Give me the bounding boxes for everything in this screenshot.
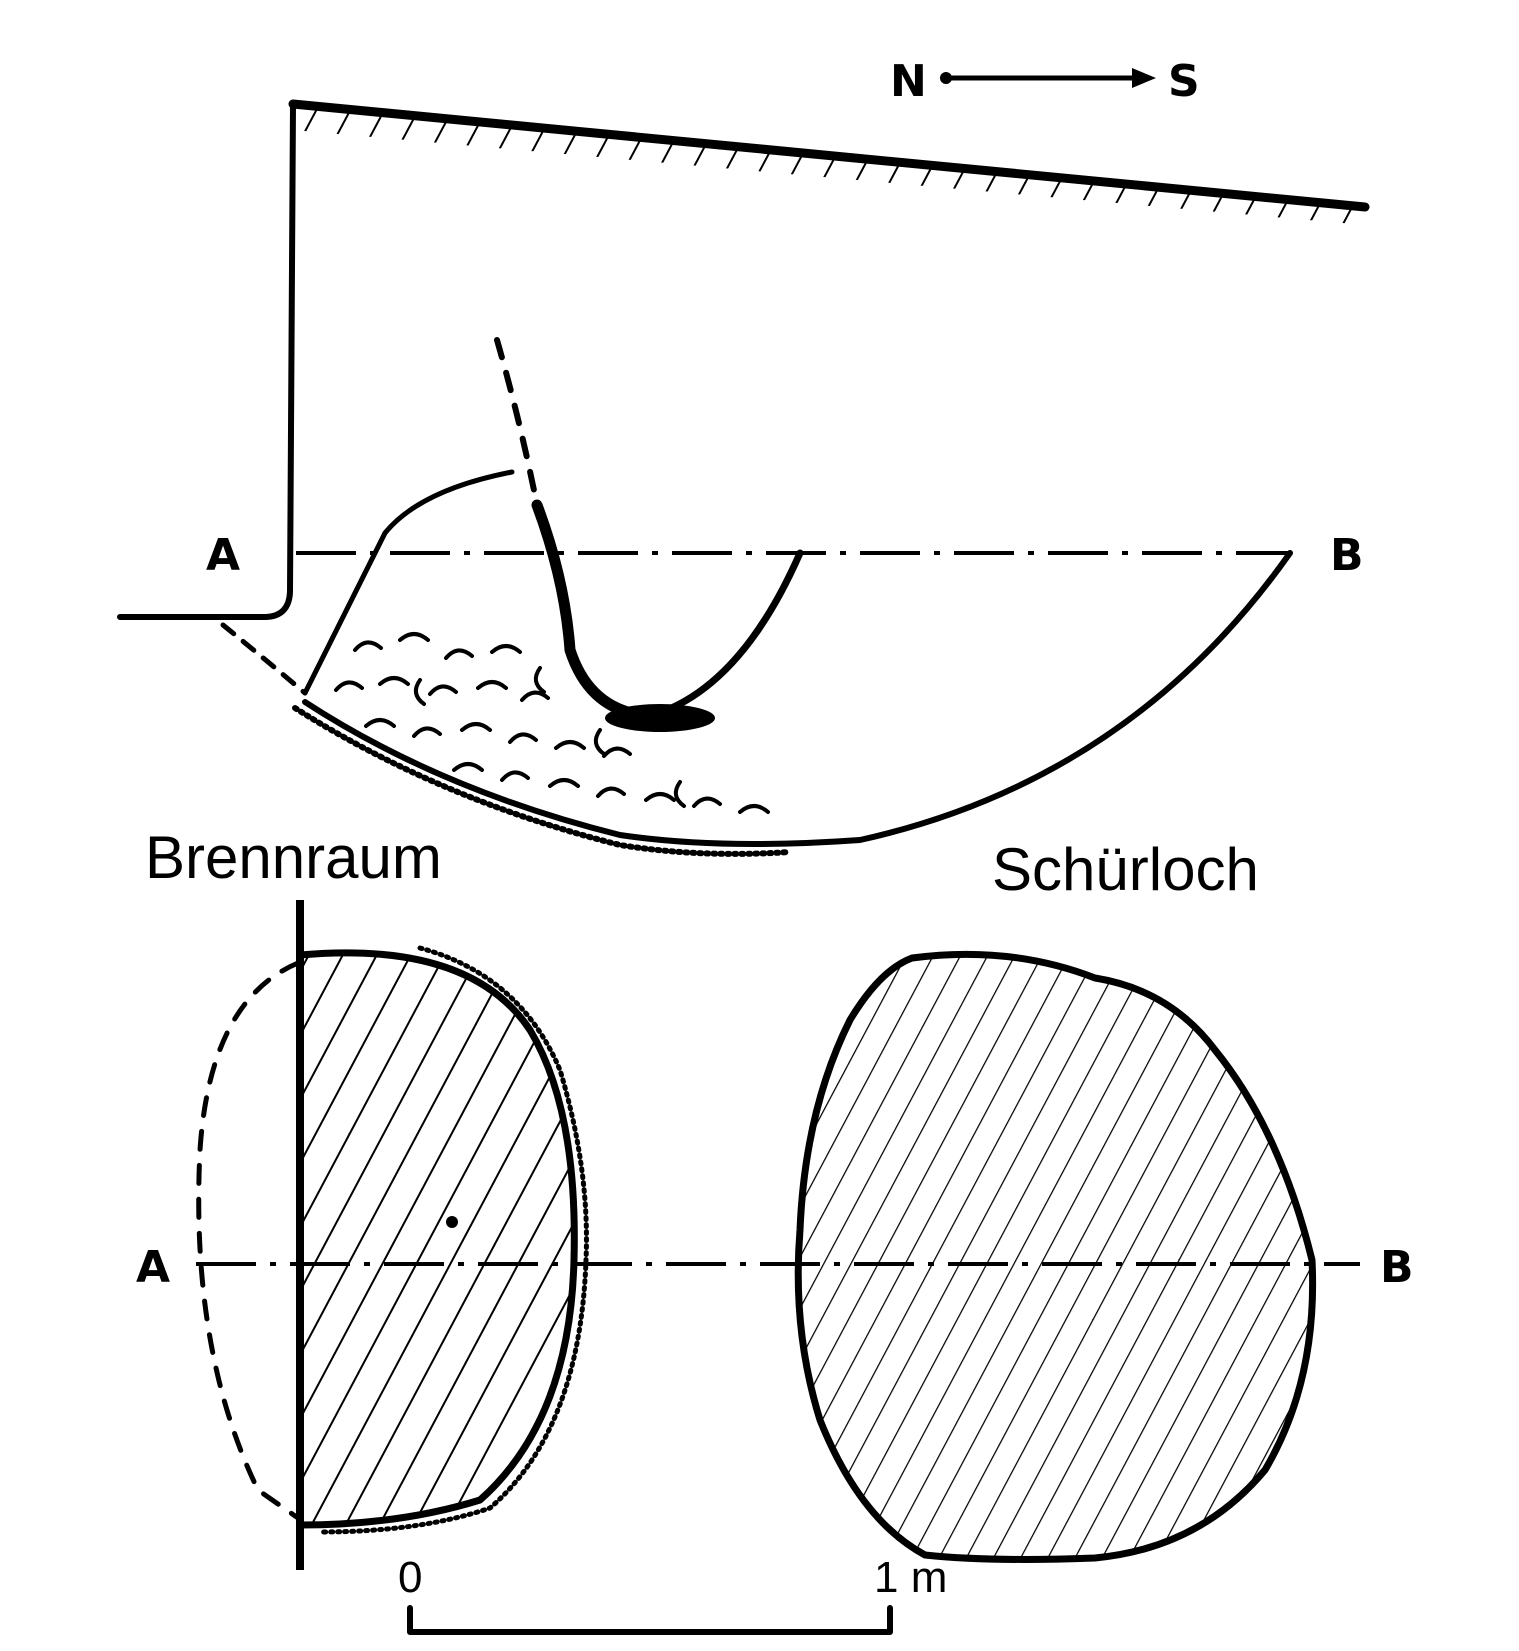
orientation-arrow: N S bbox=[890, 56, 1200, 107]
pit-bottom-curve bbox=[302, 550, 1293, 847]
scale-end-label: 1 m bbox=[874, 1553, 947, 1602]
pit-wall bbox=[117, 101, 296, 620]
burnt-layer-stipple bbox=[292, 705, 793, 857]
charcoal-deposit bbox=[605, 704, 715, 732]
stokehole-inner-wall bbox=[646, 549, 804, 720]
chamber-burnt-rim bbox=[317, 945, 589, 1535]
separation-line bbox=[531, 499, 656, 722]
plan-view: A B bbox=[136, 900, 1414, 1570]
plan-point-b: B bbox=[1380, 1242, 1414, 1293]
label-schurloch: Schürloch bbox=[992, 836, 1259, 903]
scale-bar-line bbox=[407, 1605, 893, 1635]
center-dot bbox=[446, 1216, 458, 1228]
plan-point-a: A bbox=[136, 1242, 170, 1293]
scale-start-label: 0 bbox=[398, 1553, 422, 1602]
chamber-dashed-outline bbox=[196, 960, 301, 1521]
chamber-plan bbox=[296, 949, 578, 1529]
north-label: N bbox=[890, 56, 927, 107]
section-point-a: A bbox=[206, 530, 240, 581]
dashed-channel-line bbox=[494, 337, 540, 508]
chamber-outline bbox=[302, 469, 515, 696]
section-view: A B bbox=[117, 99, 1370, 857]
arrow-head-icon bbox=[1132, 68, 1156, 88]
south-label: S bbox=[1168, 56, 1200, 107]
fill-symbols bbox=[334, 632, 770, 814]
section-point-b: B bbox=[1330, 530, 1364, 581]
dashed-contour-left bbox=[220, 622, 308, 696]
scale-bar: 0 1 m bbox=[398, 1553, 947, 1635]
stokehole-plan bbox=[794, 950, 1317, 1563]
label-brennraum: Brennraum bbox=[145, 824, 442, 891]
